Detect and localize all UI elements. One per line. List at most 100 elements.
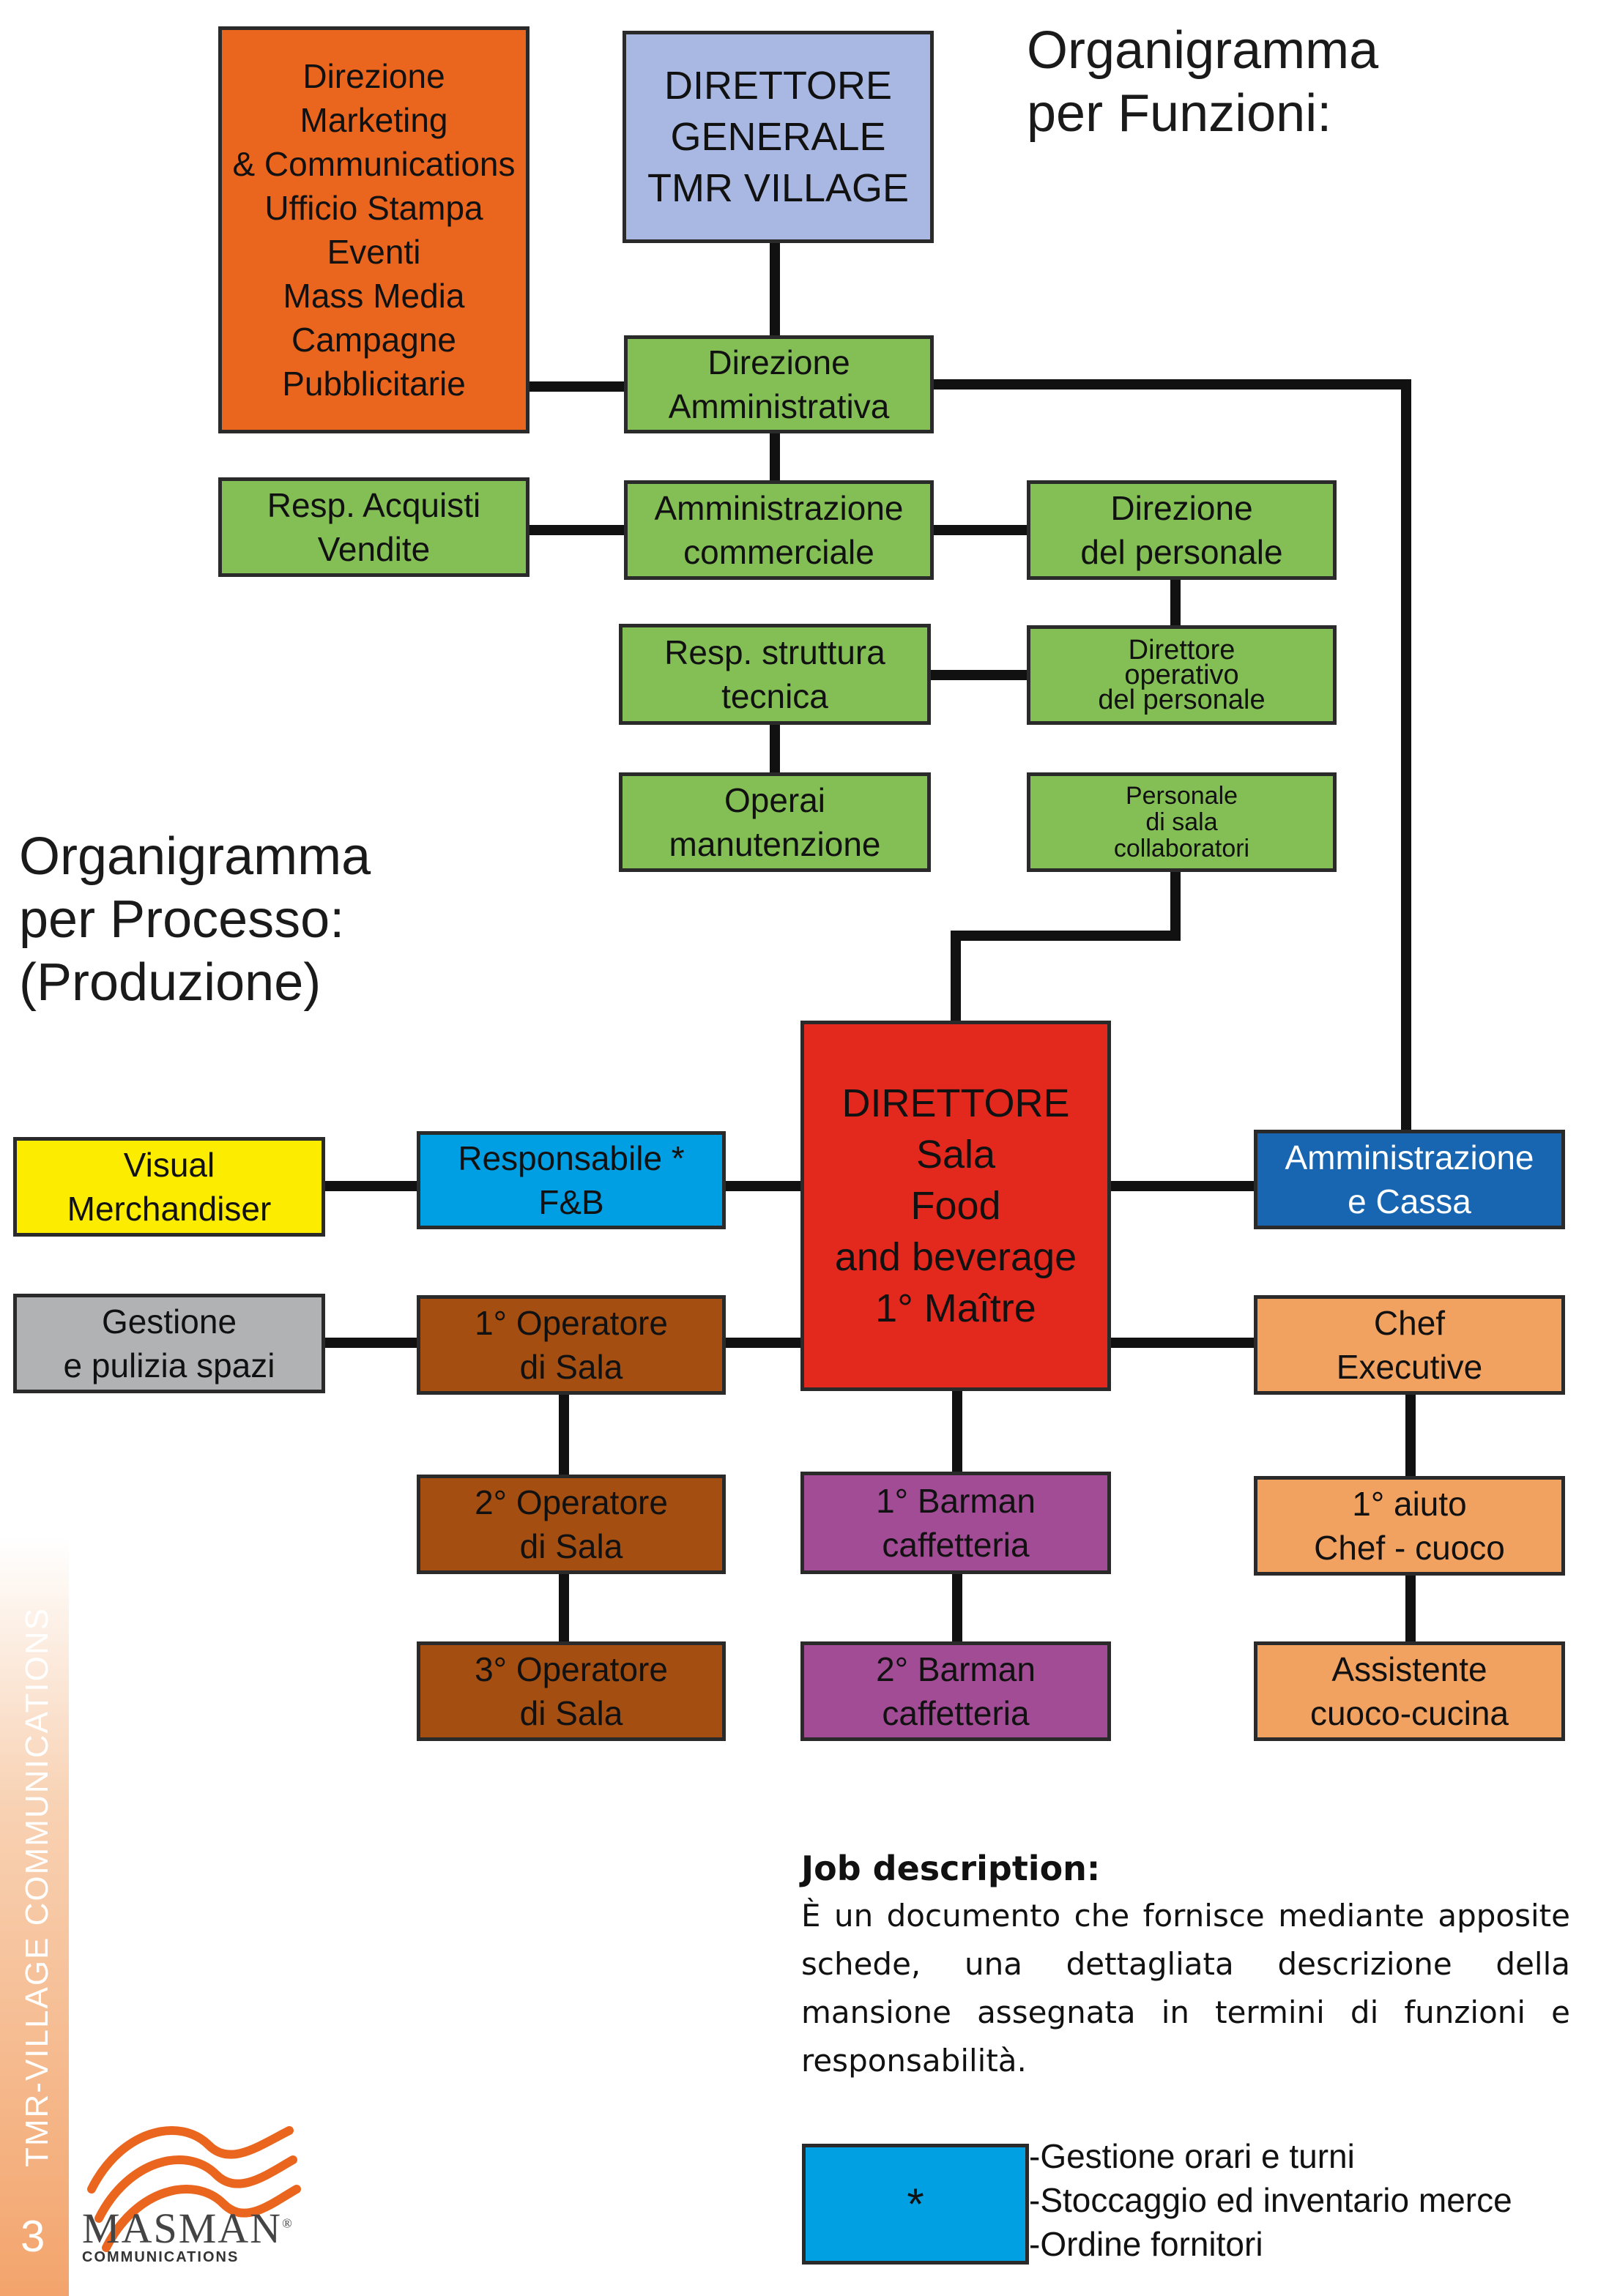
node-label: del personale <box>1098 685 1266 715</box>
node-amministrazione-cassa: Amministrazione e Cassa <box>1254 1130 1565 1229</box>
node-label: caffetteria <box>882 1526 1030 1564</box>
heading-organigramma-processo: Organigramma per Processo: (Produzione) <box>19 825 371 1014</box>
node-visual-merchandiser: Visual Merchandiser <box>13 1137 325 1237</box>
node-label: Ufficio Stampa <box>264 189 483 227</box>
heading-line: per Processo: <box>19 890 345 949</box>
job-description-title: Job description: <box>801 1849 1101 1888</box>
node-label: 1° Operatore <box>475 1304 668 1342</box>
node-operatore-sala-3: 3° Operatore di Sala <box>417 1641 726 1741</box>
node-label: collaboratori <box>1113 835 1250 862</box>
node-direttore-operativo: Direttore operativo del personale <box>1027 625 1337 725</box>
logo-name: MASMAN <box>82 2204 283 2252</box>
node-label: commerciale <box>683 533 874 571</box>
node-gestione-pulizia: Gestione e pulizia spazi <box>13 1294 325 1393</box>
heading-organigramma-funzioni: Organigramma per Funzioni: <box>1027 19 1378 145</box>
node-label: manutenzione <box>669 825 881 863</box>
node-label: di sala <box>1145 808 1218 836</box>
node-label: Mass Media <box>283 277 465 315</box>
sidebar-stripe <box>0 1538 69 2296</box>
node-direzione-personale: Direzione del personale <box>1027 480 1337 580</box>
node-label: 2° Operatore <box>475 1483 668 1521</box>
node-label: Marketing <box>300 101 448 139</box>
node-label: di Sala <box>519 1694 623 1732</box>
node-label: Executive <box>1336 1348 1483 1386</box>
node-label: DIRETTORE <box>664 64 893 108</box>
node-label: Resp. struttura <box>664 633 885 671</box>
heading-line: (Produzione) <box>19 953 322 1012</box>
legend-item: -Stoccaggio ed inventario merce <box>1029 2181 1512 2219</box>
node-label: Amministrazione <box>654 489 904 527</box>
node-label: Merchandiser <box>67 1190 272 1228</box>
node-label: e pulizia spazi <box>63 1346 275 1384</box>
node-label: Visual <box>123 1146 215 1184</box>
node-amministrazione-commerciale: Amministrazione commerciale <box>624 480 934 580</box>
node-direzione-marketing: Direzione Marketing & Communications Uff… <box>218 26 529 433</box>
job-description: Job description: È un documento che forn… <box>801 1845 1570 2085</box>
node-barman-2: 2° Barman caffetteria <box>800 1641 1111 1741</box>
node-label: 3° Operatore <box>475 1650 668 1688</box>
legend-asterisk: * <box>907 2180 924 2229</box>
node-responsabile-fb: Responsabile * F&B <box>417 1131 726 1229</box>
node-label: Direttore <box>1128 635 1235 666</box>
legend-swatch: * <box>802 2144 1029 2265</box>
node-label: operativo <box>1124 660 1239 690</box>
node-label: Amministrativa <box>668 387 890 425</box>
node-label: di Sala <box>519 1348 623 1386</box>
node-label: Chef <box>1373 1304 1446 1342</box>
node-label: 2° Barman <box>876 1650 1036 1688</box>
legend-list: -Gestione orari e turni -Stoccaggio ed i… <box>1029 2134 1512 2266</box>
node-label: Amministrazione <box>1285 1138 1534 1177</box>
logo-wordmark: MASMAN® <box>82 2204 294 2253</box>
node-label: Food <box>910 1184 1001 1228</box>
heading-line: per Funzioni: <box>1027 84 1332 143</box>
node-assistente-cuoco: Assistente cuoco-cucina <box>1254 1641 1565 1741</box>
node-label: Personale <box>1125 782 1238 810</box>
node-label: Campagne <box>291 321 457 359</box>
node-label: Responsabile * <box>458 1139 685 1177</box>
node-label: TMR VILLAGE <box>647 166 910 210</box>
node-label: di Sala <box>519 1527 623 1565</box>
node-label: 1° Barman <box>876 1482 1036 1520</box>
node-label: Eventi <box>327 233 421 271</box>
heading-line: Organigramma <box>19 827 371 886</box>
node-label: Resp. Acquisti <box>267 486 481 524</box>
node-resp-struttura-tecnica: Resp. struttura tecnica <box>619 624 931 725</box>
legend-item: -Gestione orari e turni <box>1029 2137 1355 2175</box>
node-direttore-sala: DIRETTORE Sala Food and beverage 1° Maît… <box>800 1021 1111 1391</box>
node-label: Direzione <box>302 57 445 95</box>
node-label: Direzione <box>707 343 850 381</box>
page-number: 3 <box>21 2212 45 2261</box>
heading-line: Organigramma <box>1027 21 1379 80</box>
node-label: Operai <box>724 781 826 819</box>
node-operai-manutenzione: Operai manutenzione <box>619 772 931 872</box>
node-label: 1° aiuto <box>1352 1485 1467 1523</box>
logo-subtitle: COMMUNICATIONS <box>82 2249 239 2265</box>
node-personale-sala: Personale di sala collaboratori <box>1027 772 1337 872</box>
node-chef-executive: Chef Executive <box>1254 1295 1565 1395</box>
node-operatore-sala-2: 2° Operatore di Sala <box>417 1475 726 1574</box>
node-barman-1: 1° Barman caffetteria <box>800 1472 1111 1574</box>
node-operatore-sala-1: 1° Operatore di Sala <box>417 1295 726 1395</box>
node-label: & Communications <box>232 145 516 183</box>
node-label: del personale <box>1080 533 1283 571</box>
node-label: DIRETTORE <box>841 1081 1070 1125</box>
node-direttore-generale: DIRETTORE GENERALE TMR VILLAGE <box>623 31 934 243</box>
node-label: caffetteria <box>882 1694 1030 1732</box>
job-description-text: È un documento che fornisce mediante app… <box>801 1898 1570 2079</box>
node-resp-acquisti: Resp. Acquisti Vendite <box>218 477 529 577</box>
node-label: F&B <box>538 1183 604 1221</box>
legend-item: -Ordine fornitori <box>1029 2225 1263 2263</box>
node-label: GENERALE <box>670 115 886 159</box>
node-aiuto-chef: 1° aiuto Chef - cuoco <box>1254 1476 1565 1576</box>
node-label: e Cassa <box>1348 1182 1471 1220</box>
node-label: Pubblicitarie <box>282 365 466 403</box>
sidebar-vertical-text: TMR-VILLAGE COMMUNICATIONS <box>19 1606 55 2167</box>
node-direzione-amministrativa: Direzione Amministrativa <box>624 335 934 433</box>
masman-logo-icon <box>87 2126 301 2252</box>
node-label: and beverage <box>834 1235 1077 1279</box>
node-label: Assistente <box>1331 1650 1487 1688</box>
node-label: Vendite <box>317 530 431 568</box>
node-label: tecnica <box>721 677 828 715</box>
node-label: Sala <box>915 1133 996 1177</box>
